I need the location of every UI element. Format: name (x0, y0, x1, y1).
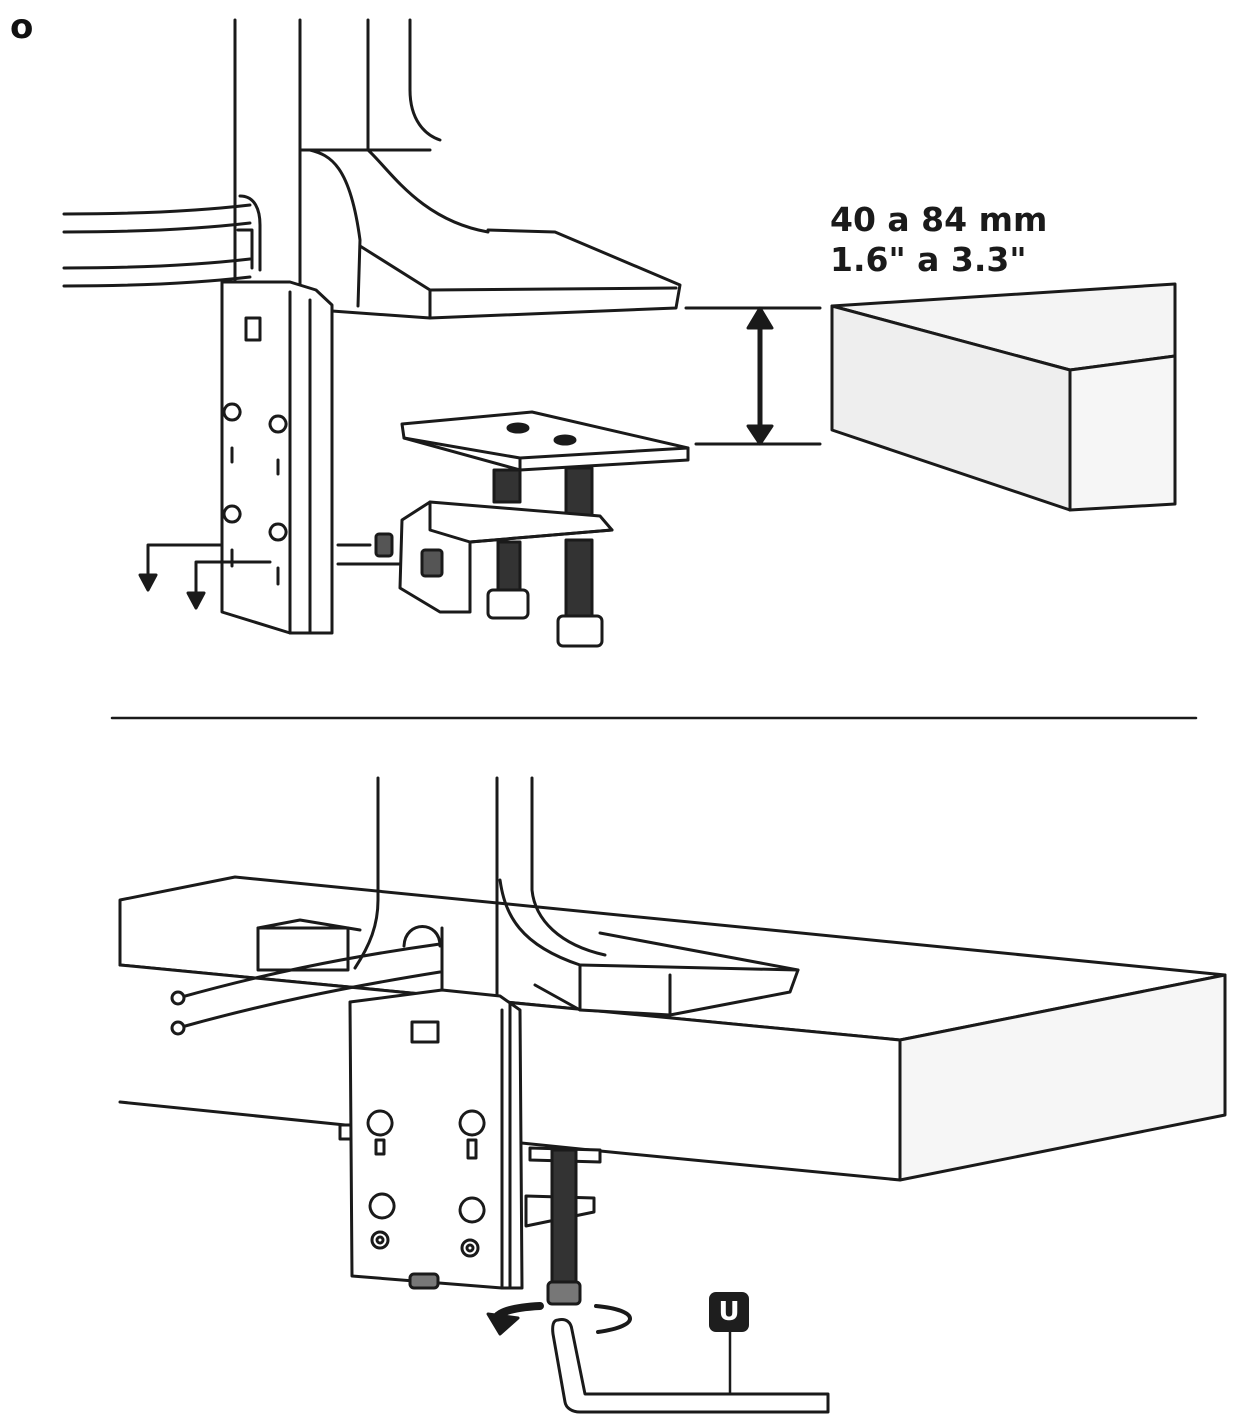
hex-key (551, 1318, 830, 1414)
step-label: o (10, 7, 34, 47)
bottom-panel (118, 776, 1227, 1414)
rotation-arrow (486, 1302, 632, 1336)
pole-bottom (353, 776, 607, 997)
base-foot-top (298, 148, 682, 320)
dimension-imperial: 1.6" a 3.3" (830, 240, 1027, 279)
bracket-plate-top (220, 280, 334, 635)
desk-block-top (830, 282, 1177, 512)
cables-top (62, 203, 252, 288)
top-panel (62, 18, 1177, 648)
clamp-assembly-top (374, 410, 690, 648)
tool-label-badge: U (709, 1292, 749, 1332)
clamp-under-desk (338, 1123, 602, 1306)
bracket-plate-bottom (348, 988, 524, 1290)
removal-arrows (138, 543, 272, 610)
pole-top (233, 18, 442, 292)
measurement-indicator (684, 306, 822, 446)
dimension-label: 40 a 84 mm 1.6" a 3.3" (830, 200, 1047, 280)
dimension-metric: 40 a 84 mm (830, 200, 1048, 239)
cables-bottom (170, 942, 442, 1036)
